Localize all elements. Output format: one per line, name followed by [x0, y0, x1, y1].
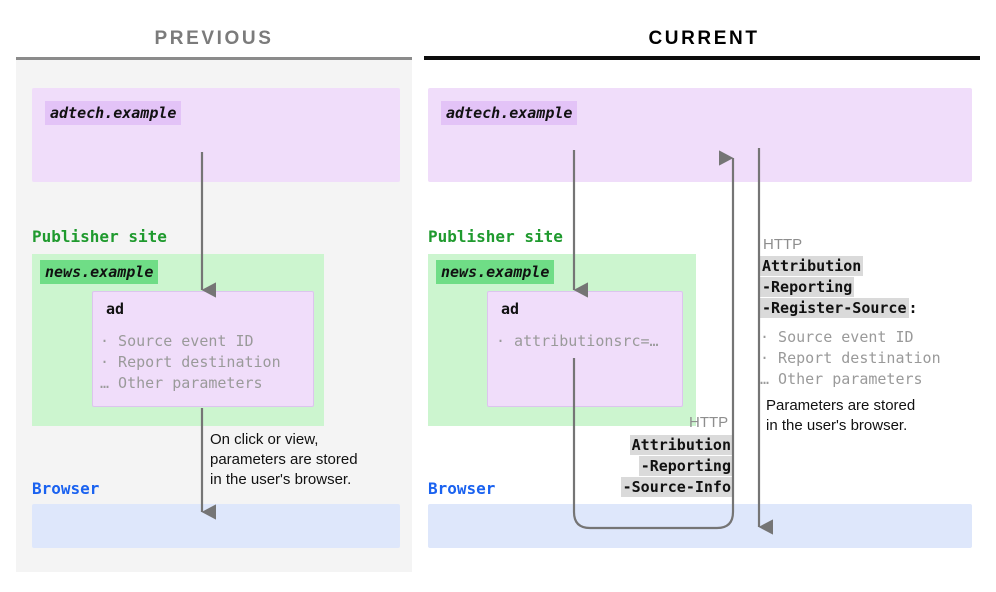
- browser-label-current: Browser: [428, 479, 496, 498]
- ad-creative-title-current: ad: [501, 300, 520, 318]
- response-header-parameter-list: · Source event ID · Report destination ……: [760, 328, 941, 388]
- request-header-token-1-text: Attribution: [629, 435, 733, 455]
- response-header-token-1-text: Attribution: [760, 256, 864, 276]
- publisher-domain-chip-previous: news.example: [40, 260, 159, 284]
- ad-parameter-list-current: · attributionsrc=…: [496, 332, 659, 350]
- browser-label-previous: Browser: [32, 479, 100, 498]
- publisher-site-label-previous: Publisher site: [32, 227, 167, 246]
- response-header-token-2-text: -Reporting: [760, 277, 855, 297]
- browser-band-current: [428, 504, 972, 548]
- column-rule-current: [424, 56, 980, 60]
- adtech-domain-chip-current: adtech.example: [441, 101, 578, 125]
- request-header-token-2-text: -Reporting: [638, 456, 733, 476]
- request-header-token-2: -Reporting: [493, 456, 733, 477]
- ad-parameter-list-previous: · Source event ID · Report destination ……: [100, 332, 281, 392]
- column-rule-previous: [16, 57, 412, 60]
- response-header-token-3: -Register-Source:: [760, 298, 918, 319]
- publisher-site-label-current: Publisher site: [428, 227, 563, 246]
- publisher-domain-chip-current: news.example: [436, 260, 555, 284]
- request-header-token-3-text: -Source-Info: [620, 477, 733, 497]
- request-header-token-1: Attribution: [493, 435, 733, 456]
- http-protocol-label-request: HTTP: [689, 414, 729, 431]
- response-header-colon: :: [908, 299, 918, 317]
- annotation-note-current: Parameters are stored in the user's brow…: [766, 397, 916, 434]
- adtech-domain-chip-previous: adtech.example: [45, 101, 182, 125]
- annotation-note-previous: On click or view, parameters are stored …: [210, 431, 358, 488]
- ad-creative-title-previous: ad: [106, 300, 125, 318]
- response-header-token-2: -Reporting: [760, 277, 855, 298]
- browser-band-previous: [32, 504, 400, 548]
- response-header-token-3-text: -Register-Source: [760, 298, 909, 318]
- response-header-token-1: Attribution: [760, 256, 864, 277]
- request-header-token-3: -Source-Info: [493, 477, 733, 498]
- column-title-current: CURRENT: [648, 28, 760, 49]
- column-title-previous: PREVIOUS: [154, 28, 274, 49]
- http-protocol-label-response: HTTP: [763, 236, 803, 253]
